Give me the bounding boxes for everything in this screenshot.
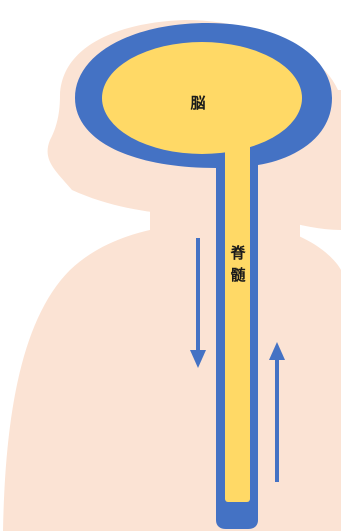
torso-silhouette <box>3 222 341 531</box>
spinal-cord-label-line1: 脊 <box>229 244 246 262</box>
brain-label: 脳 <box>190 94 205 112</box>
spinal-cord-label-line2: 髄 <box>230 266 246 284</box>
ascending-arrow-shaft <box>275 360 279 482</box>
spinal-cord <box>225 140 250 502</box>
descending-arrow-shaft <box>196 238 200 350</box>
